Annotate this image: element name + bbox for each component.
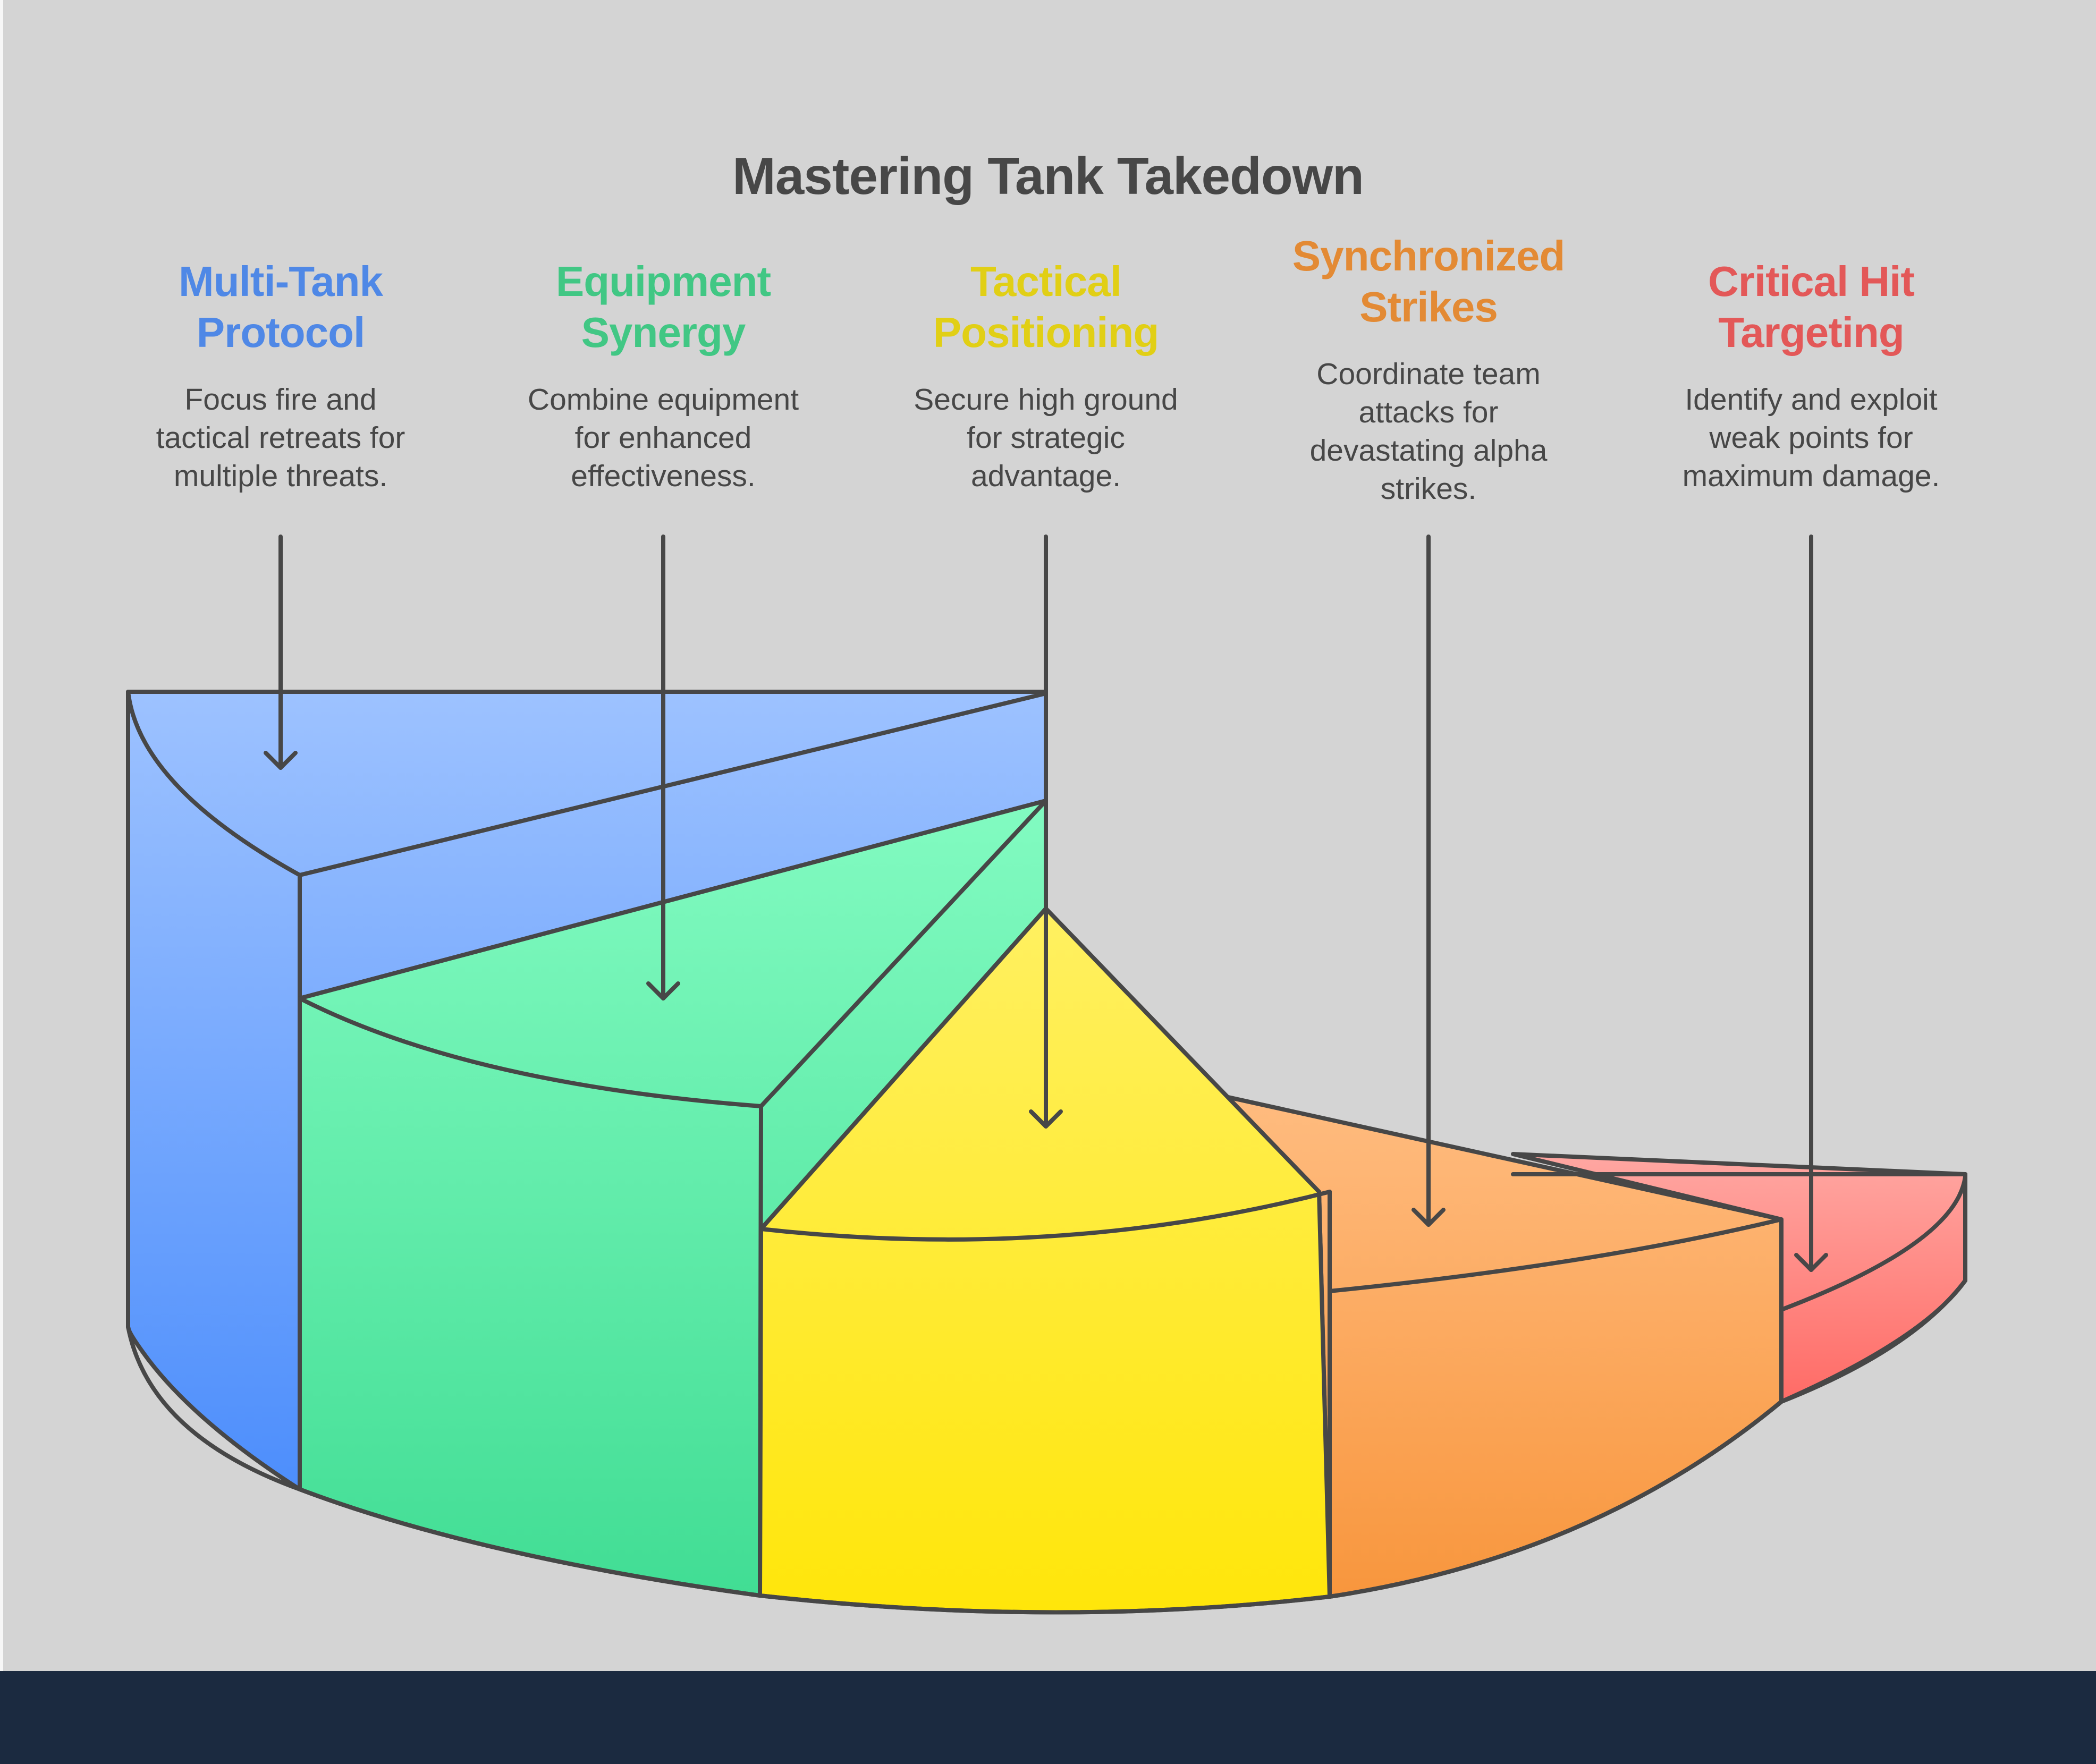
item-label-line: Targeting (1718, 309, 1905, 356)
slice-blue-body (126, 690, 1048, 1491)
item-description: Focus fire and tactical retreats for mul… (111, 380, 451, 495)
slice-green-top-arc (298, 996, 763, 1108)
item-description: Secure high ground for strategic advanta… (876, 380, 1216, 495)
item-description-line: advantage. (970, 459, 1121, 493)
item-description-line: for strategic (967, 421, 1125, 455)
arrow-critical-hit-targeting (1794, 535, 1828, 1272)
item-label-line: Tactical (970, 258, 1122, 305)
item-label-line: Synchronized (1292, 232, 1566, 279)
item-multi-tank-protocol: Multi-Tank Protocol Focus fire and tacti… (111, 256, 451, 495)
item-description-line: Secure high ground (914, 383, 1178, 417)
item-label: Tactical Positioning (876, 256, 1216, 358)
item-description: Identify and exploit weak points for max… (1641, 380, 1981, 495)
item-description-line: weak points for (1709, 421, 1913, 455)
slice-multi-tank-protocol (126, 690, 1048, 1491)
slice-orange-top-arc (1328, 1217, 1784, 1293)
item-label-line: Protocol (196, 309, 365, 356)
left-edge-strip (0, 0, 3, 1671)
item-equipment-synergy: Equipment Synergy Combine equipment for … (493, 256, 833, 495)
item-critical-hit-targeting: Critical Hit Targeting Identify and expl… (1641, 256, 1981, 495)
item-description-line: effectiveness. (571, 459, 756, 493)
arrow-multi-tank-protocol (264, 535, 298, 770)
arrow-synchronized-strikes (1412, 535, 1446, 1227)
item-label-line: Multi-Tank (178, 258, 383, 305)
slice-blue-top-arc (126, 690, 302, 877)
item-description-line: maximum damage. (1682, 459, 1940, 493)
item-label: Critical Hit Targeting (1641, 256, 1981, 358)
item-description-line: strikes. (1380, 472, 1477, 506)
item-description-line: devastating alpha (1309, 434, 1548, 468)
item-tactical-positioning: Tactical Positioning Secure high ground … (876, 256, 1216, 495)
item-label: Equipment Synergy (493, 256, 833, 358)
item-description-line: Focus fire and (184, 383, 377, 417)
item-label: Multi-Tank Protocol (111, 256, 451, 358)
item-description-line: tactical retreats for (156, 421, 405, 455)
item-description: Combine equipment for enhanced effective… (493, 380, 833, 495)
item-label-line: Equipment (555, 258, 771, 305)
footer-bar (0, 1671, 2096, 1764)
item-description-line: Combine equipment (527, 383, 799, 417)
item-description-line: Identify and exploit (1685, 383, 1938, 417)
item-label-line: Strikes (1359, 283, 1498, 330)
item-description-line: for enhanced (574, 421, 752, 455)
arrow-equipment-synergy (646, 535, 680, 1000)
item-description: Coordinate team attacks for devastating … (1258, 355, 1599, 508)
item-label: Synchronized Strikes (1258, 231, 1599, 333)
pie-bottom-contour (126, 1278, 1967, 1615)
item-label-line: Critical Hit (1708, 258, 1915, 305)
stepped-pie-diagram (126, 535, 1967, 1615)
slice-blue-inner-edge (298, 691, 1048, 877)
item-label-line: Synergy (581, 309, 746, 356)
slice-green-side-edge (759, 799, 1048, 1108)
item-synchronized-strikes: Synchronized Strikes Coordinate team att… (1258, 231, 1599, 508)
item-description-line: attacks for (1358, 395, 1499, 429)
slice-yellow-top-arc (759, 1190, 1332, 1242)
slice-red-top-arc (1779, 1175, 1967, 1312)
item-label-line: Positioning (933, 309, 1160, 356)
item-description-line: multiple threats. (173, 459, 388, 493)
diagram-title: Mastering Tank Takedown (732, 146, 1364, 205)
item-description-line: Coordinate team (1316, 357, 1541, 391)
arrow-tactical-positioning (1029, 535, 1063, 1129)
